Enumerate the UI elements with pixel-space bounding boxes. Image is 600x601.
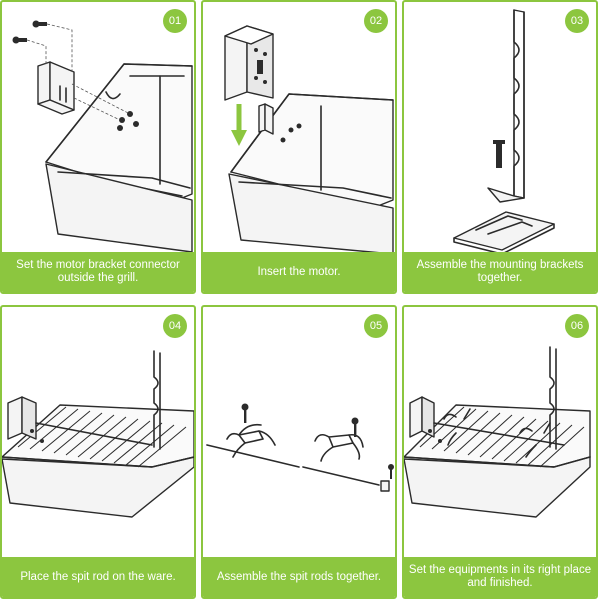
step-caption: Set the equipments in its right place an… <box>404 557 596 597</box>
step-caption: Insert the motor. <box>203 252 395 292</box>
step-panel-3: 03 Assemble the mounting brackets togeth… <box>402 0 598 294</box>
step-number-badge: 05 <box>364 314 388 338</box>
step-caption: Set the motor bracket connector outside … <box>2 252 194 292</box>
step-number-badge: 03 <box>565 9 589 33</box>
step-panel-5: 05 Assemble the spit rods together. <box>201 305 397 599</box>
step-caption: Place the spit rod on the ware. <box>2 557 194 597</box>
step-number-badge: 02 <box>364 9 388 33</box>
step-panel-2: 02 Insert the motor. <box>201 0 397 294</box>
step-panel-6: 06 Set the equipments in its right place… <box>402 305 598 599</box>
illustration-insert-motor <box>224 25 394 254</box>
step-caption: Assemble the mounting brackets together. <box>404 252 596 292</box>
illustration-finished-assembly <box>404 346 591 518</box>
step-panel-1: 01 Set the motor bracket connector outsi… <box>0 0 196 294</box>
illustration-spit-rod-on-ware <box>2 350 194 518</box>
step-number-badge: 04 <box>163 314 187 338</box>
step-caption: Assemble the spit rods together. <box>203 557 395 597</box>
step-number-badge: 01 <box>163 9 187 33</box>
step-number-badge: 06 <box>565 314 589 338</box>
illustration-motor-bracket-connector <box>12 20 193 253</box>
illustration-assemble-spit-rods <box>206 403 394 492</box>
illustration-mounting-brackets <box>453 9 555 254</box>
step-panel-4: 04 Place the spit rod on the ware. <box>0 305 196 599</box>
